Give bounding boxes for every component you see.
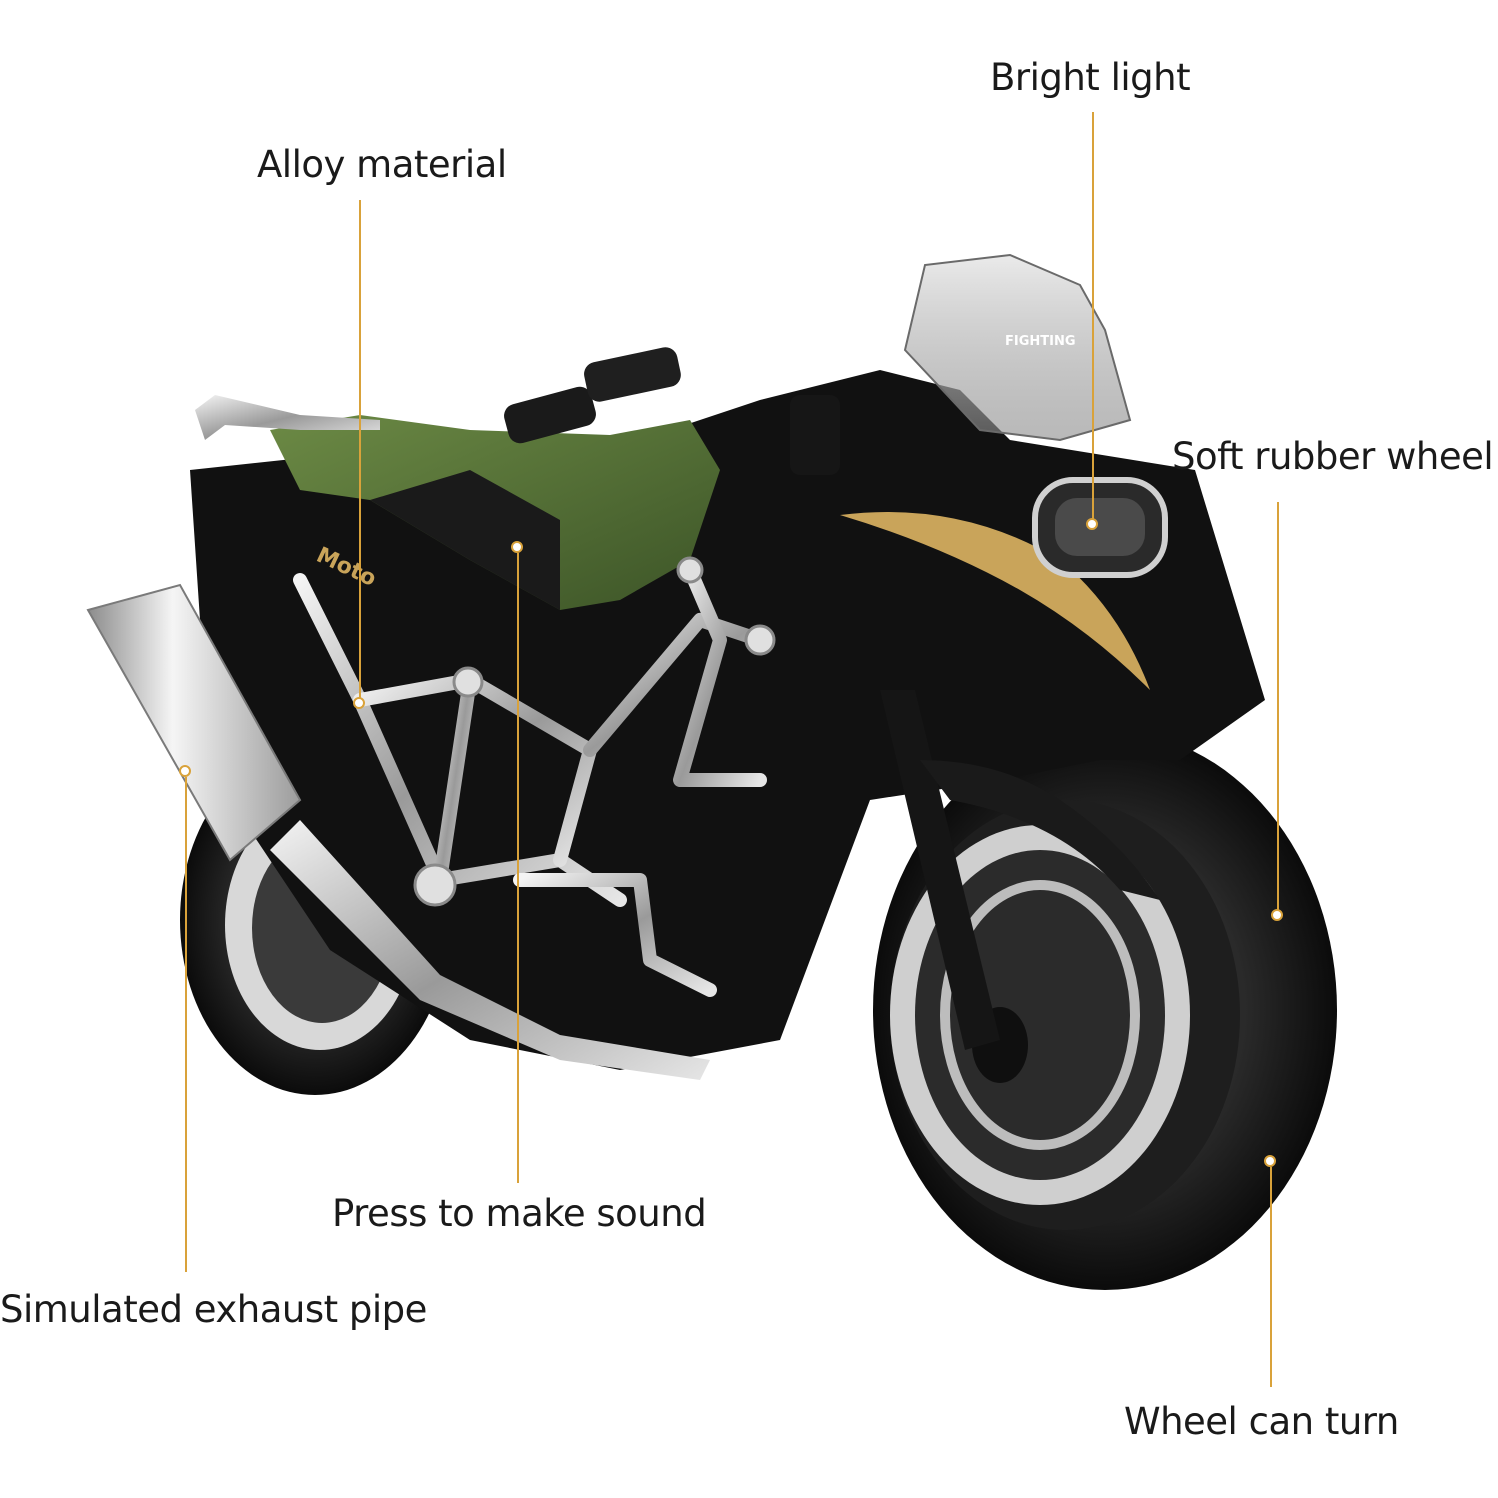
exhaust-pipe-dot bbox=[179, 765, 191, 777]
alloy-material-leader bbox=[359, 200, 361, 700]
bright-light-leader bbox=[1092, 112, 1094, 524]
front-wheel bbox=[873, 730, 1337, 1290]
press-to-make-sound-dot bbox=[511, 541, 523, 553]
alloy-material-label: Alloy material bbox=[257, 143, 507, 186]
bright-light-dot bbox=[1086, 518, 1098, 530]
gold-stripe bbox=[840, 512, 1150, 690]
press-to-make-sound-label: Press to make sound bbox=[332, 1192, 707, 1235]
front-fork bbox=[880, 690, 1160, 1050]
wheel-can-turn-leader bbox=[1270, 1167, 1272, 1387]
alloy-material-dot bbox=[353, 697, 365, 709]
soft-rubber-wheel-leader bbox=[1277, 502, 1279, 914]
simulated-exhaust-pipe-label: Simulated exhaust pipe bbox=[0, 1288, 427, 1331]
rear-rack bbox=[195, 395, 380, 440]
windscreen-text: FIGHTING bbox=[1005, 334, 1076, 349]
handlebars bbox=[504, 347, 840, 475]
bright-light-label: Bright light bbox=[990, 56, 1191, 99]
headlight bbox=[1032, 477, 1168, 578]
wheel-can-turn-label: Wheel can turn bbox=[1124, 1400, 1399, 1443]
soft-rubber-wheel-dot bbox=[1271, 909, 1283, 921]
wheel-can-turn-dot bbox=[1264, 1155, 1276, 1167]
press-to-make-sound-leader bbox=[517, 553, 519, 1183]
exhaust-pipe-leader bbox=[185, 777, 187, 1272]
soft-rubber-wheel-label: Soft rubber wheel bbox=[1172, 435, 1494, 478]
windscreen bbox=[903, 253, 1132, 442]
